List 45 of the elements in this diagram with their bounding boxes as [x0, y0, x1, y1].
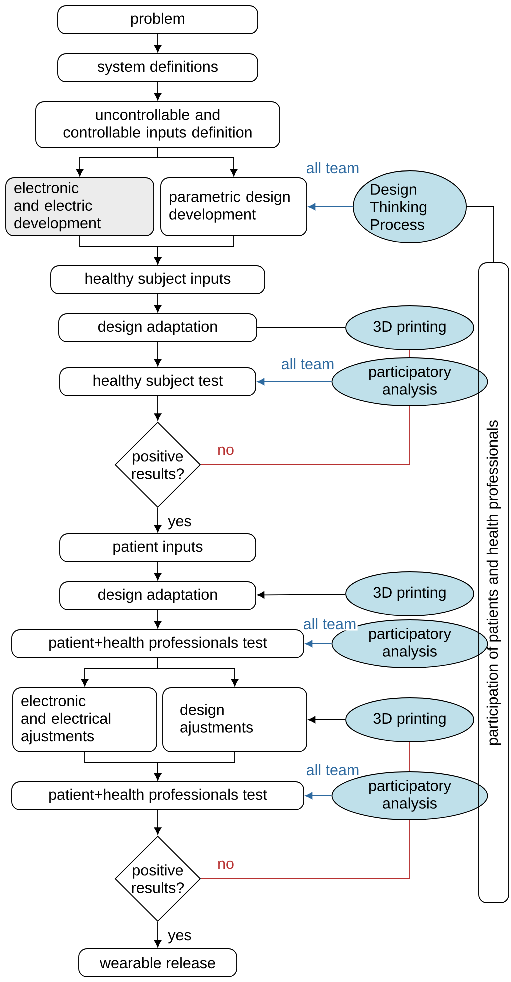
- edge-label: yes: [166, 931, 194, 945]
- process-box: parametric design development: [160, 178, 308, 236]
- process-box: electronic and electrical ajustments: [12, 688, 158, 752]
- arrow: [158, 148, 238, 177]
- process-box: patient+health professionals test: [12, 630, 304, 658]
- edge-label: no: [216, 446, 236, 456]
- arrow: [305, 640, 332, 648]
- arrow: [154, 34, 162, 53]
- arrow: [154, 342, 162, 367]
- arrow: [308, 203, 354, 211]
- process-box: electronic and electric development: [6, 178, 154, 236]
- edge-label: yes: [166, 517, 194, 531]
- process-box: problem: [58, 6, 258, 34]
- arrow: [154, 810, 162, 835]
- process-box: healthy subject test: [60, 368, 256, 396]
- edge-label: no: [216, 860, 236, 870]
- process-box: design adaptation: [58, 314, 258, 342]
- arrow: [158, 658, 239, 687]
- arrow: [305, 792, 332, 800]
- arrow: [154, 82, 162, 101]
- edge-label: all team: [302, 617, 358, 631]
- arrow: [154, 562, 162, 581]
- connector-line: [200, 820, 410, 880]
- arrow: [257, 378, 332, 386]
- arrow: [154, 294, 162, 313]
- arrow: [154, 508, 162, 533]
- arrow: [154, 922, 162, 948]
- process-box: wearable release: [78, 948, 238, 978]
- process-box: patient inputs: [60, 534, 256, 562]
- process-box: system definitions: [58, 54, 258, 82]
- process-box: healthy subject inputs: [50, 266, 266, 294]
- connector-line: [200, 406, 410, 466]
- process-box: design ajustments: [162, 688, 308, 752]
- arrow: [154, 396, 162, 421]
- process-box: patient+health professionals test: [12, 782, 304, 810]
- edge-label: all team: [305, 763, 361, 777]
- process-box: design adaptation: [60, 582, 256, 610]
- arrow: [154, 752, 236, 781]
- arrow: [154, 610, 162, 629]
- process-box: uncontrollable and controllable inputs definition: [36, 102, 280, 148]
- arrow: [154, 236, 234, 265]
- arrow: [308, 716, 346, 724]
- connector-line: [466, 206, 494, 263]
- participation-band: participation of patients and health professionals: [478, 262, 510, 904]
- arrow: [257, 592, 346, 599]
